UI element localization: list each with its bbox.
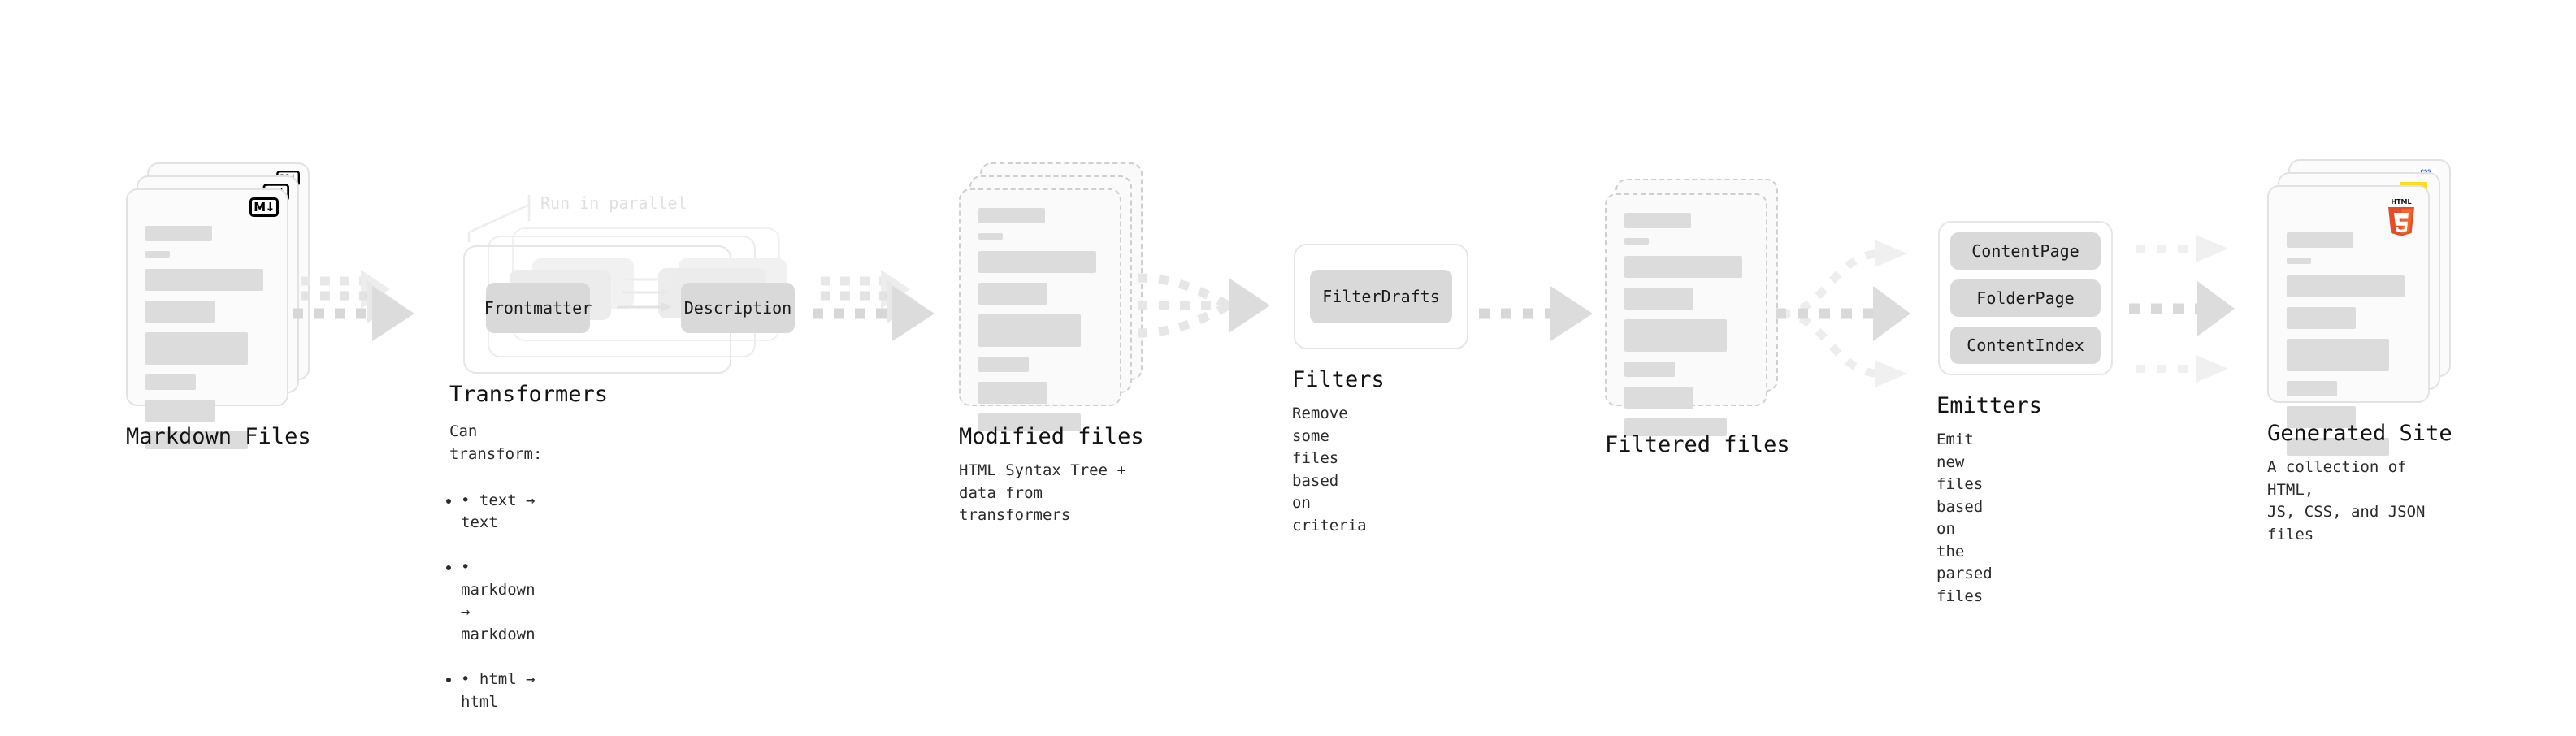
stage-markdown-files: M↓ M↓ M↓ Markdown Files — [126, 162, 313, 449]
emitter-chip-folderpage[interactable]: FolderPage — [1950, 279, 2101, 317]
modified-files-description: HTML Syntax Tree + data from transformer… — [959, 461, 1126, 525]
stage-title: Modified files — [959, 424, 1144, 449]
connector-filters-to-filtered — [1479, 286, 1593, 341]
stage-generated-site: CSS HTML — [2267, 159, 2458, 543]
connector-modified-to-filters — [1137, 273, 1270, 338]
transformers-description: Can transform: text → text markdown → ma… — [449, 421, 542, 736]
transformers-description-intro: Can transform: — [449, 422, 543, 463]
filters-description: Remove some files based on criteria — [1292, 405, 1367, 535]
document-content-lines — [1624, 213, 1753, 436]
emitter-chip-contentpage[interactable]: ContentPage — [1950, 232, 2101, 270]
stage-title: Filters — [1292, 367, 1385, 392]
stage-title: Generated Site — [2267, 421, 2452, 446]
generated-site-stack: CSS HTML — [2267, 159, 2458, 456]
transformer-inner-arrows — [617, 275, 672, 312]
document-card-front — [1605, 193, 1767, 436]
modified-file-stack — [959, 162, 1146, 431]
emitters-group-box — [1938, 221, 2113, 375]
parallel-brace — [467, 195, 531, 242]
emitter-chip-contentindex[interactable]: ContentIndex — [1950, 327, 2101, 364]
transformers-bullet: text → text — [461, 490, 542, 535]
transformer-chip-description[interactable]: Description — [681, 283, 795, 333]
document-card-front — [959, 188, 1121, 431]
transformers-bullet: html → html — [461, 669, 542, 713]
filter-chip-filterdrafts[interactable]: FilterDrafts — [1310, 270, 1452, 323]
connector-emitters-to-site — [2129, 235, 2235, 383]
transformers-bullet-list: text → text markdown → markdown html → h… — [449, 467, 542, 736]
stage-title: Markdown Files — [126, 424, 311, 449]
document-content-lines — [2287, 232, 2415, 456]
svg-text:HTML: HTML — [2391, 198, 2411, 206]
html5-icon: HTML — [2384, 197, 2418, 236]
transformer-chip-frontmatter[interactable]: Frontmatter — [484, 283, 592, 333]
transformers-bullet: markdown → markdown — [461, 556, 542, 646]
emitters-description: Emit new files based on the parsed files — [1936, 431, 1993, 605]
filtered-file-stack — [1605, 179, 1780, 436]
filters-group-box — [1294, 244, 1468, 349]
connector-filtered-to-emitters — [1776, 240, 1910, 387]
markdown-file-stack: M↓ M↓ M↓ — [126, 162, 313, 449]
pipeline-diagram: M↓ M↓ M↓ Markdown Files — [0, 0, 2576, 681]
generated-site-description: A collection of HTML, JS, CSS, and JSON … — [2267, 458, 2426, 543]
stage-title: Filtered files — [1605, 432, 1790, 457]
document-content-lines — [145, 226, 274, 449]
connector-transformers-to-modified — [813, 270, 935, 341]
stage-modified-files: Modified files HTML Syntax Tree + data f… — [959, 162, 1146, 524]
document-card-front: HTML — [2267, 185, 2430, 456]
run-in-parallel-label: Run in parallel — [540, 193, 687, 213]
stage-filtered-files: Filtered files — [1605, 179, 1790, 457]
connector-markdown-to-transformers — [293, 270, 414, 341]
stage-title: Transformers — [449, 382, 609, 407]
stage-title: Emitters — [1936, 393, 2043, 418]
document-card-front: M↓ — [126, 188, 288, 449]
document-content-lines — [978, 208, 1107, 431]
markdown-icon: M↓ — [249, 197, 279, 217]
